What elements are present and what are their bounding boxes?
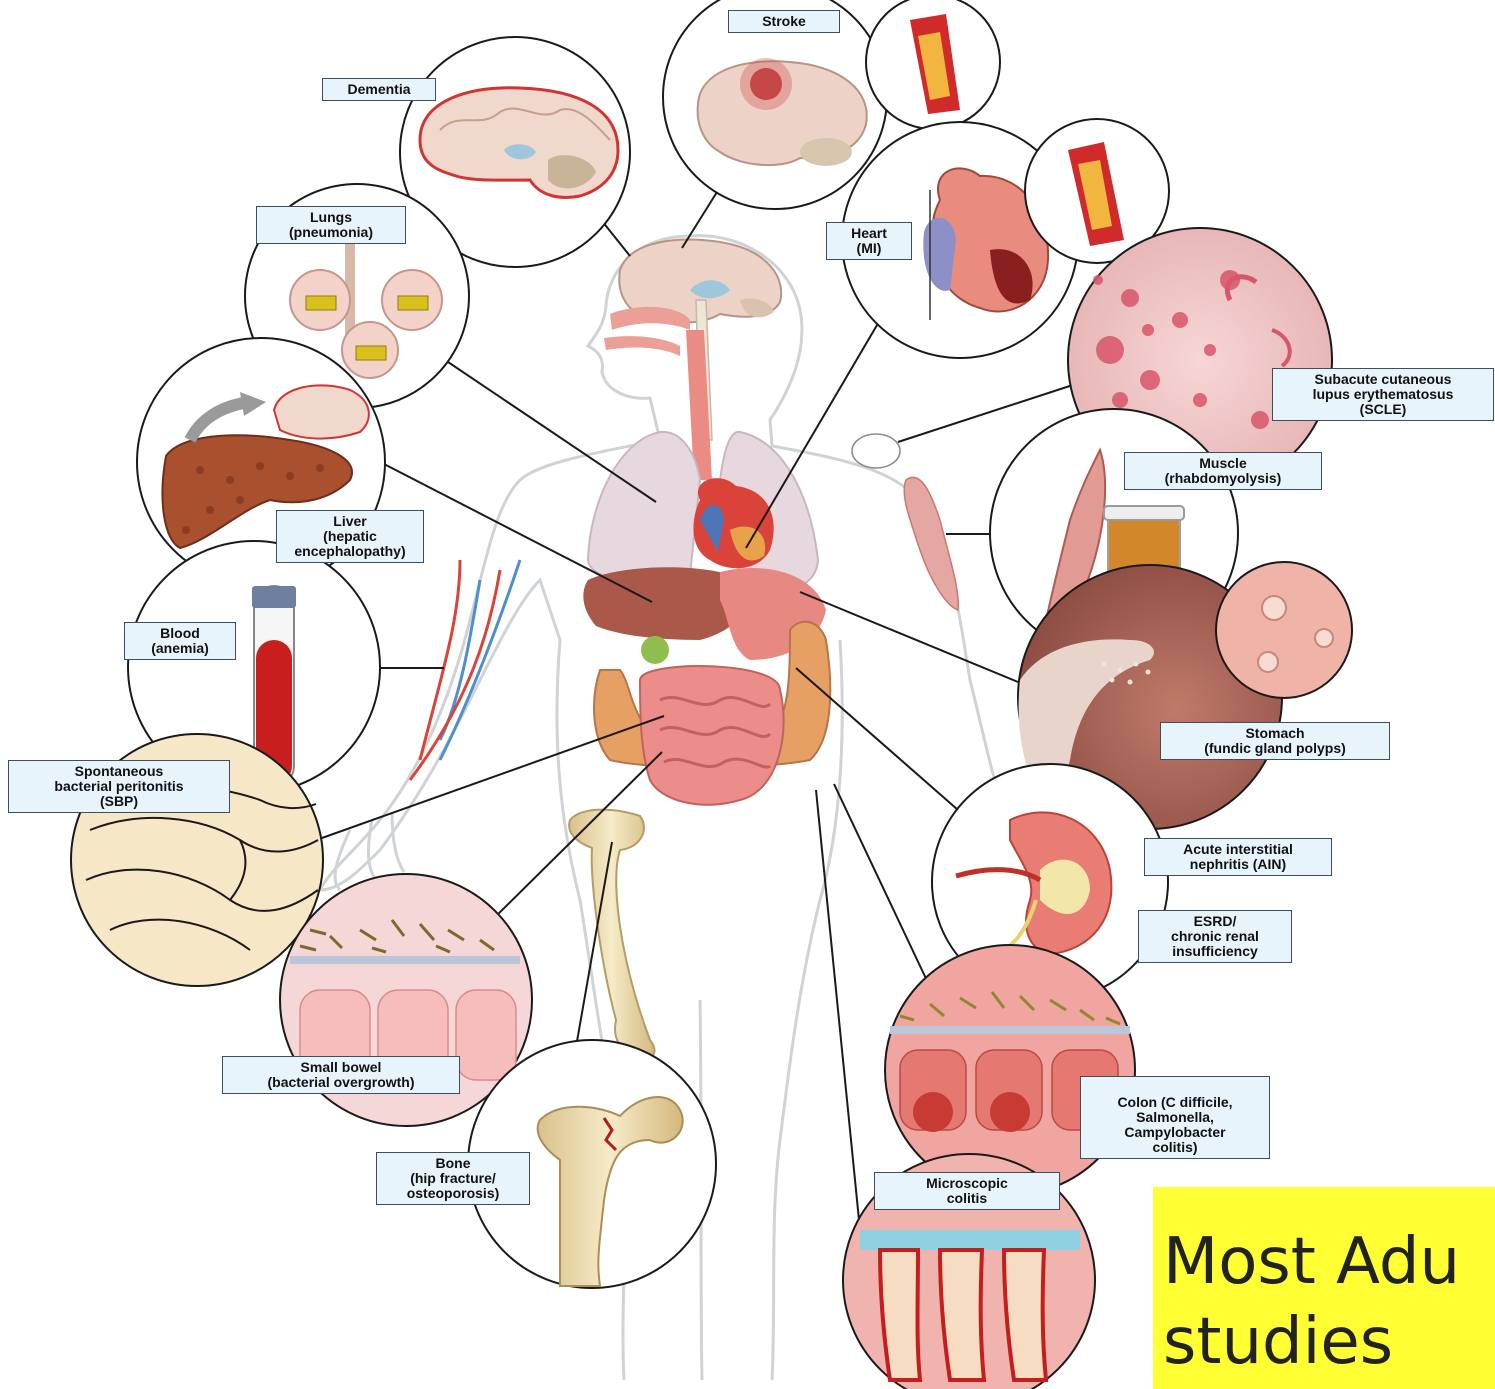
- label-microscopic-colitis: Microscopic colitis: [874, 1172, 1060, 1210]
- label-lungs: Lungs (pneumonia): [256, 206, 406, 244]
- banner-line-2: studies: [1163, 1307, 1393, 1377]
- label-stomach: Stomach (fundic gland polyps): [1160, 722, 1390, 760]
- label-scle: Subacute cutaneous lupus erythematosus (…: [1272, 368, 1494, 421]
- label-stroke: Stroke: [728, 10, 840, 33]
- label-sbp: Spontaneous bacterial peritonitis (SBP): [8, 760, 230, 813]
- label-esrd: ESRD/ chronic renal insufficiency: [1138, 910, 1292, 963]
- label-muscle: Muscle (rhabdomyolysis): [1124, 452, 1322, 490]
- label-small-bowel: Small bowel (bacterial overgrowth): [222, 1056, 460, 1094]
- label-heart: Heart (MI): [826, 222, 912, 260]
- banner-line-1: Most Adu: [1163, 1227, 1460, 1297]
- label-liver: Liver (hepatic encephalopathy): [276, 510, 424, 563]
- label-colon-text: Colon (C difficile, Salmonella, Campylob…: [1117, 1094, 1232, 1155]
- label-dementia: Dementia: [322, 78, 436, 101]
- label-colon: Colon (C difficile, Salmonella, Campylob…: [1080, 1076, 1270, 1159]
- label-bone: Bone (hip fracture/ osteoporosis): [376, 1152, 530, 1205]
- label-blood: Blood (anemia): [124, 622, 236, 660]
- yellow-overlay-banner: Most Adu studies: [1153, 1187, 1495, 1389]
- label-ain: Acute interstitial nephritis (AIN): [1144, 838, 1332, 876]
